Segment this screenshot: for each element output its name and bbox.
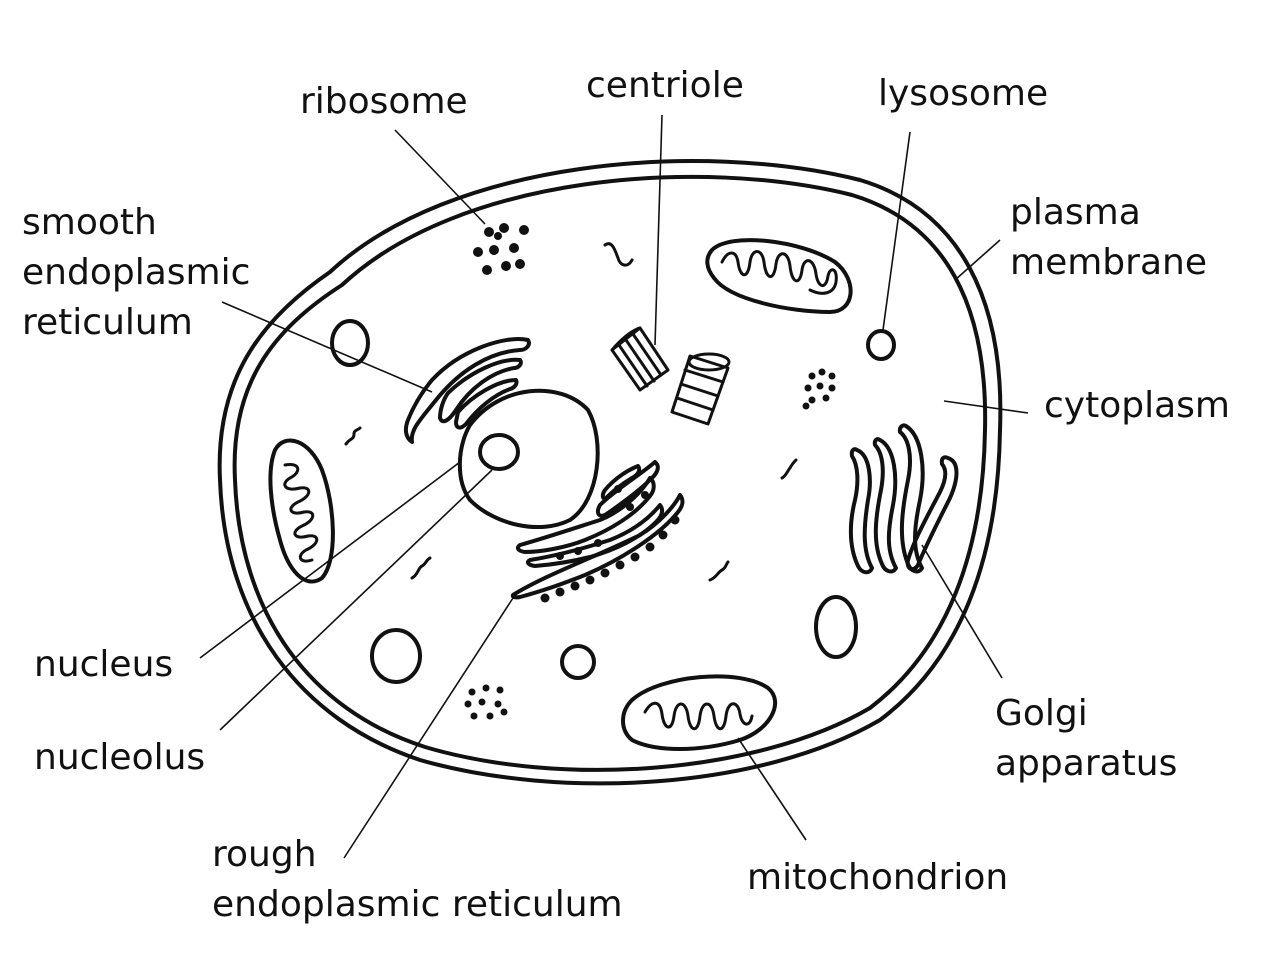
- mitochondrion-bottom: [621, 674, 778, 751]
- smooth-er: [403, 337, 531, 444]
- label-plasma-membrane: plasma membrane: [1010, 192, 1207, 283]
- centriole: [610, 326, 731, 426]
- label-centriole: centriole: [586, 65, 744, 106]
- ribosome-cluster-bottom: [464, 684, 508, 720]
- lysosome: [866, 329, 896, 361]
- nucleolus: [478, 433, 520, 471]
- vesicles: [330, 319, 858, 684]
- label-smooth-er: smooth endoplasmic reticulum: [22, 202, 251, 343]
- rough-er: [510, 460, 685, 603]
- ribosome-cluster-right: [802, 368, 836, 410]
- leader-lines: [199, 114, 1029, 859]
- label-mitochondrion: mitochondrion: [747, 857, 1009, 898]
- nucleus: [457, 388, 600, 529]
- ribosome-cluster-top: [473, 223, 529, 275]
- label-rough-er: rough endoplasmic reticulum: [212, 834, 623, 925]
- label-lysosome: lysosome: [878, 73, 1049, 114]
- label-nucleolus: nucleolus: [34, 737, 206, 778]
- label-cytoplasm: cytoplasm: [1044, 385, 1230, 426]
- mitochondrion-left: [268, 438, 335, 584]
- cytoplasm-squiggles: [344, 242, 798, 582]
- label-golgi: Golgi apparatus: [995, 693, 1178, 784]
- plasma-membrane: [217, 159, 1003, 786]
- label-ribosome: ribosome: [300, 81, 468, 122]
- mitochondrion-top: [705, 238, 853, 314]
- golgi-apparatus: [848, 423, 959, 575]
- label-nucleus: nucleus: [34, 644, 174, 685]
